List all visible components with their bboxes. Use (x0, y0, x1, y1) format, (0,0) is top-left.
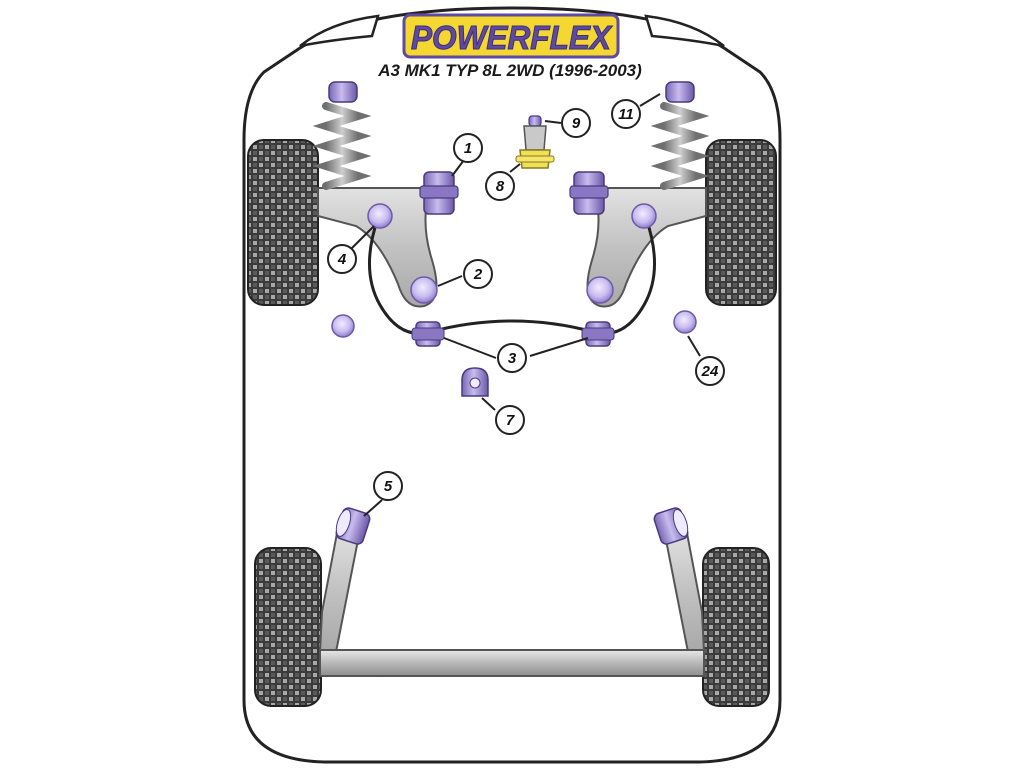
leader-lines (349, 93, 701, 517)
svg-text:8: 8 (496, 178, 505, 195)
front-right-tyre (705, 139, 777, 306)
svg-text:4: 4 (337, 251, 347, 268)
callout-11: 11 (611, 99, 641, 129)
front-arm-balljoint-bush-left (410, 276, 438, 304)
svg-text:1: 1 (464, 140, 472, 157)
rear-axle-beam (319, 649, 705, 677)
callout-2: 2 (463, 259, 493, 289)
model-subtitle: A3 MK1 TYP 8L 2WD (1996-2003) (377, 61, 642, 80)
powerflex-logo: POWERFLEX (402, 13, 620, 59)
gearbox-mount-hole (469, 377, 481, 389)
callout-3: 3 (497, 343, 527, 373)
anti-roll-bar (368, 217, 656, 335)
rear-right-tyre (702, 547, 770, 707)
engine-mount-insert (515, 115, 555, 169)
rear-beam-bush-right (653, 507, 689, 545)
rear-beam-bush-left (335, 507, 371, 545)
logo-text: POWERFLEX (411, 19, 613, 56)
front-left-lower-arm (317, 187, 438, 308)
front-arm-front-bush-left (367, 203, 393, 229)
svg-text:7: 7 (506, 412, 515, 429)
front-arm-rear-bush-right (569, 171, 609, 215)
svg-text:11: 11 (618, 106, 634, 123)
callout-4: 4 (327, 244, 357, 274)
front-left-tyre (247, 139, 319, 306)
callout-24: 24 (695, 356, 725, 386)
callout-9: 9 (561, 108, 591, 138)
callout-5: 5 (373, 471, 403, 501)
callout-1: 1 (453, 133, 483, 163)
front-arm-front-bush-right (631, 203, 657, 229)
svg-text:24: 24 (701, 363, 719, 380)
callout-7: 7 (495, 405, 525, 435)
subframe-mount-bush-left (331, 314, 355, 338)
front-right-spring (650, 81, 710, 190)
front-right-lower-arm (586, 187, 707, 308)
anti-roll-bar-bush-left (411, 321, 445, 347)
anti-roll-bar-bush-right (581, 321, 615, 347)
front-arm-rear-bush-left (419, 171, 459, 215)
callout-8: 8 (485, 171, 515, 201)
subframe-mount-bush-right (673, 310, 697, 334)
svg-text:5: 5 (384, 478, 393, 495)
rear-left-tyre (254, 547, 322, 707)
front-left-spring (312, 81, 372, 190)
svg-text:9: 9 (572, 115, 581, 132)
svg-text:3: 3 (508, 350, 517, 367)
front-arm-balljoint-bush-right (586, 276, 614, 304)
svg-text:2: 2 (473, 266, 483, 283)
